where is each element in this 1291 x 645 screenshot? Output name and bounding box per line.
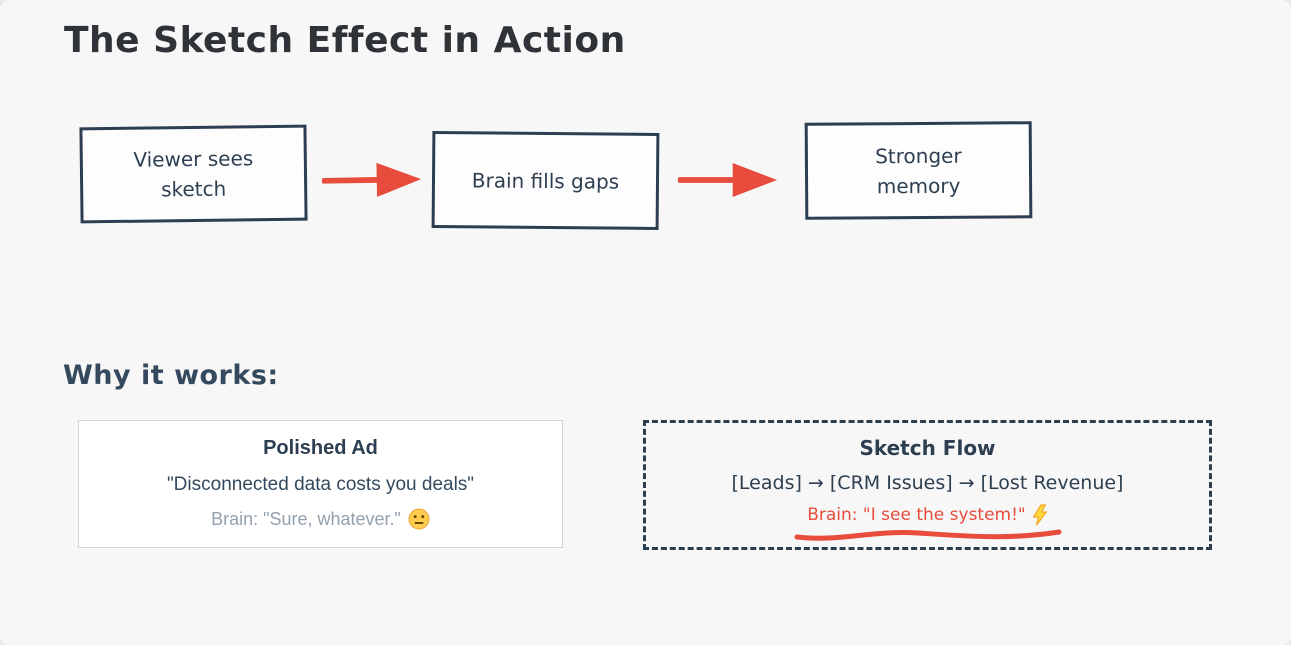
polished-ad-quote: "Disconnected data costs you deals" — [166, 474, 475, 495]
red-wavy-underline — [794, 529, 1061, 541]
flow-step-label: Viewer sees sketch — [133, 146, 254, 202]
sketch-flow-title: Sketch Flow — [859, 436, 996, 460]
polished-ad-title: Polished Ad — [263, 437, 378, 459]
why-it-works-heading: Why it works: — [63, 360, 279, 391]
polished-ad-card: Polished Ad "Disconnected data costs you… — [78, 420, 563, 548]
brain-reaction-text: Brain: "Sure, whatever." — [211, 508, 401, 529]
flow-step-label: Stronger memory — [875, 143, 962, 198]
flow-step-label: Brain fills gaps — [471, 167, 620, 194]
sketch-flow-brain-reaction: Brain: "I see the system!" — [807, 504, 1048, 526]
polished-ad-brain-reaction: Brain: "Sure, whatever." — [211, 508, 430, 530]
lightning-bolt-icon — [1032, 504, 1047, 526]
flow-step-stronger-memory: Stronger memory — [804, 121, 1033, 220]
flow-arrow-icon — [677, 162, 778, 198]
flow-arrow-icon — [321, 162, 422, 197]
sketch-flow-card: Sketch Flow [Leads] → [CRM Issues] → [Lo… — [643, 420, 1212, 550]
page-title: The Sketch Effect in Action — [64, 20, 626, 61]
flow-step-brain-fills-gaps: Brain fills gaps — [431, 131, 660, 230]
brain-reaction-text: Brain: "I see the system!" — [807, 505, 1026, 525]
sketch-flow-text: [Leads] → [CRM Issues] → [Lost Revenue] — [731, 472, 1124, 494]
neutral-face-emoji — [408, 508, 430, 530]
flow-step-viewer-sees-sketch: Viewer sees sketch — [79, 124, 308, 224]
